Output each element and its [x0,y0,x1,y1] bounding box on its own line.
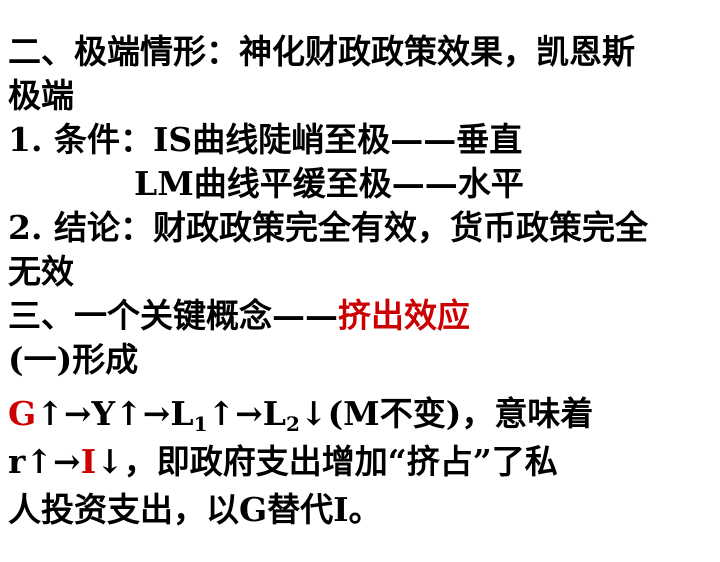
i-symbol: I [80,442,97,481]
heading-extreme-case-line1: 二、极端情形：神化财政政策效果，凯恩斯 [8,32,635,71]
mechanism-chain-line2: r↑→I↓，即政府支出增加“挤占”了私 [8,440,558,484]
chain-part-b: ↑→L [207,394,286,433]
crowding-out-effect-term: 挤出效应 [338,296,470,335]
conclusion-line2: 无效 [8,252,74,291]
chain-explanation: ↓，即政府支出增加“挤占”了私 [96,442,558,481]
mechanism-chain-line3: 人投资支出，以G替代I。 [8,490,382,529]
mechanism-chain-line1: G↑→Y↑→L1↑→L2↓(M不变)，意味着 [8,392,593,436]
g-symbol: G [8,394,37,433]
key-concept-heading: 三、一个关键概念——挤出效应 [8,294,470,338]
chain-part-c: ↓(M不变)，意味着 [299,394,594,433]
l1-subscript: 1 [193,412,208,436]
l2-subscript: 2 [286,412,300,436]
chain-part-a: ↑→Y↑→L [36,394,194,433]
key-concept-prefix: 三、一个关键概念—— [8,296,338,335]
condition-is-curve: 1. 条件：IS曲线陡峭至极——垂直 [8,120,523,159]
chain-r-part: r↑→ [8,442,81,481]
condition-lm-curve: LM曲线平缓至极——水平 [134,164,524,203]
conclusion-line1: 2. 结论：财政政策完全有效，货币政策完全 [8,208,648,247]
heading-extreme-case-line2: 极端 [8,76,74,115]
formation-subheading: (一)形成 [8,340,139,379]
